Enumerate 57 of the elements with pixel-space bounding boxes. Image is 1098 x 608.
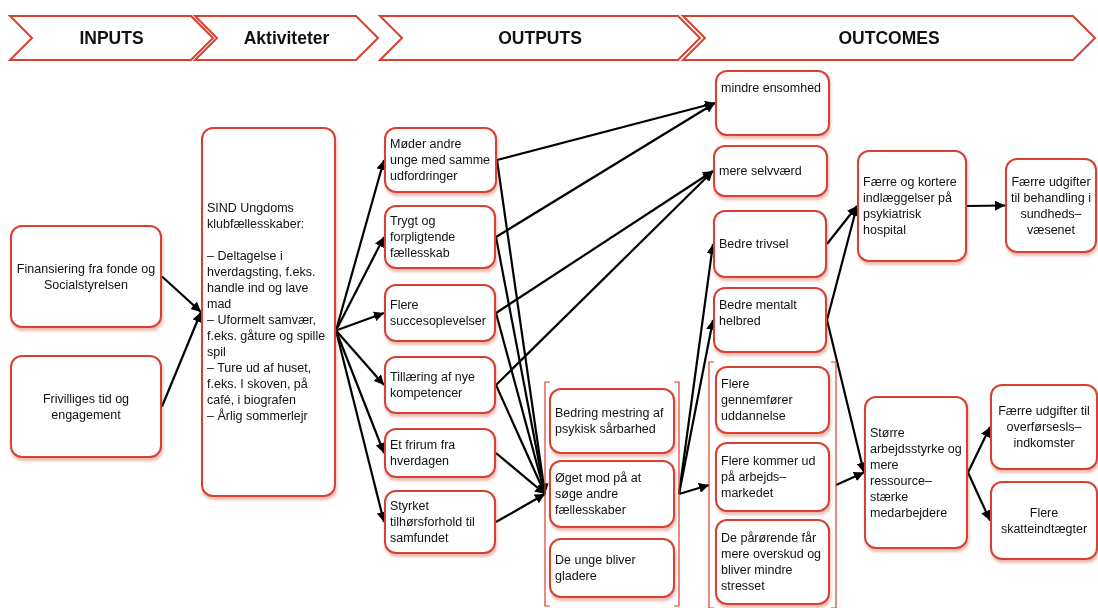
chevron-header <box>380 16 700 60</box>
chevron-header <box>683 16 1095 60</box>
list-item: – Ture ud af huset, f.eks. I skoven, på café, i biografen <box>207 360 313 408</box>
rounded-box: Frivilliges tid og engagement <box>10 355 162 458</box>
rounded-box <box>201 127 336 497</box>
list-item: – Årlig sommerlejr <box>207 408 309 424</box>
rounded-box: Trygt og forpligtende fællesskab <box>384 205 496 269</box>
bracket-group <box>709 362 836 608</box>
arrow <box>161 275 202 313</box>
arrow <box>967 200 1005 211</box>
arrow <box>495 452 546 495</box>
header-label: OUTPUTS <box>498 27 582 49</box>
rounded-box: mindre ensomhed <box>715 70 830 136</box>
rounded-box: Bedring mestring af psykisk sårbarhed <box>549 388 675 454</box>
rounded-box: Færre udgifter til overførsesls– indkomster <box>990 384 1098 470</box>
rounded-box: De pårørende får mere overskud og bliver mindre stresset <box>715 519 830 605</box>
arrow <box>335 311 385 332</box>
list-item: – Uformelt samvær, f.eks. gåture og spille spil <box>207 312 327 360</box>
rounded-box: De unge bliver gladere <box>549 538 675 598</box>
rounded-box: Flere skatteindtægter <box>990 481 1098 560</box>
rounded-box: Øget mod på at søge andre fællesskaber <box>549 460 675 528</box>
rounded-box: Færre og kortere indlæggelser på psykiatrisk hospital <box>857 150 967 262</box>
rounded-box: Tillæring af nye kompetencer <box>384 356 496 414</box>
header-label: OUTCOMES <box>838 27 940 49</box>
rounded-box: Finansiering fra fonde og Socialstyrelsen <box>10 225 162 328</box>
arrow <box>967 472 991 521</box>
arrow <box>495 102 716 238</box>
arrow <box>335 236 385 331</box>
chevron-header <box>195 16 378 60</box>
rounded-box: Færre udgifter til behandling i sundheds– væsenet <box>1005 158 1097 253</box>
rounded-box: Et frirum fra hverdagen <box>384 428 496 478</box>
arrow <box>161 311 202 407</box>
rounded-box: Flere succesoplevelser <box>384 284 496 342</box>
rounded-box: Flere gennemfører uddannelse <box>715 366 830 434</box>
rounded-box: Flere kommer ud på arbejds– markedet <box>715 442 830 512</box>
header-label: Aktiviteter <box>243 27 330 49</box>
arrow <box>967 426 991 473</box>
rounded-box: mere selvværd <box>713 145 828 197</box>
chevron-header <box>10 16 213 60</box>
arrow <box>678 483 710 496</box>
arrow <box>495 170 714 386</box>
arrow <box>334 330 386 454</box>
bracket-group <box>545 382 679 606</box>
arrow <box>495 493 546 523</box>
arrow <box>496 100 716 162</box>
header-label: INPUTS <box>79 27 144 49</box>
list-item: – Deltagelse i hverdagsting, f.eks. handle ind og lave mad <box>207 248 317 312</box>
arrow <box>335 329 385 386</box>
rounded-box: Bedre mentalt helbred <box>713 287 827 353</box>
box-heading: SIND Ungdoms klubfællesskaber: <box>207 200 306 232</box>
arrow <box>826 205 858 245</box>
rounded-box: Større arbejdsstyrke og mere ressource– stærke medarbejdere <box>864 396 968 549</box>
rounded-box: Møder andre unge med samme udfordringer <box>384 127 497 193</box>
rounded-box: Bedre trivsel <box>713 210 827 278</box>
arrow <box>495 170 714 314</box>
rounded-box: Styrket tilhørsforhold til samfundet <box>384 490 496 554</box>
arrow <box>835 471 865 486</box>
